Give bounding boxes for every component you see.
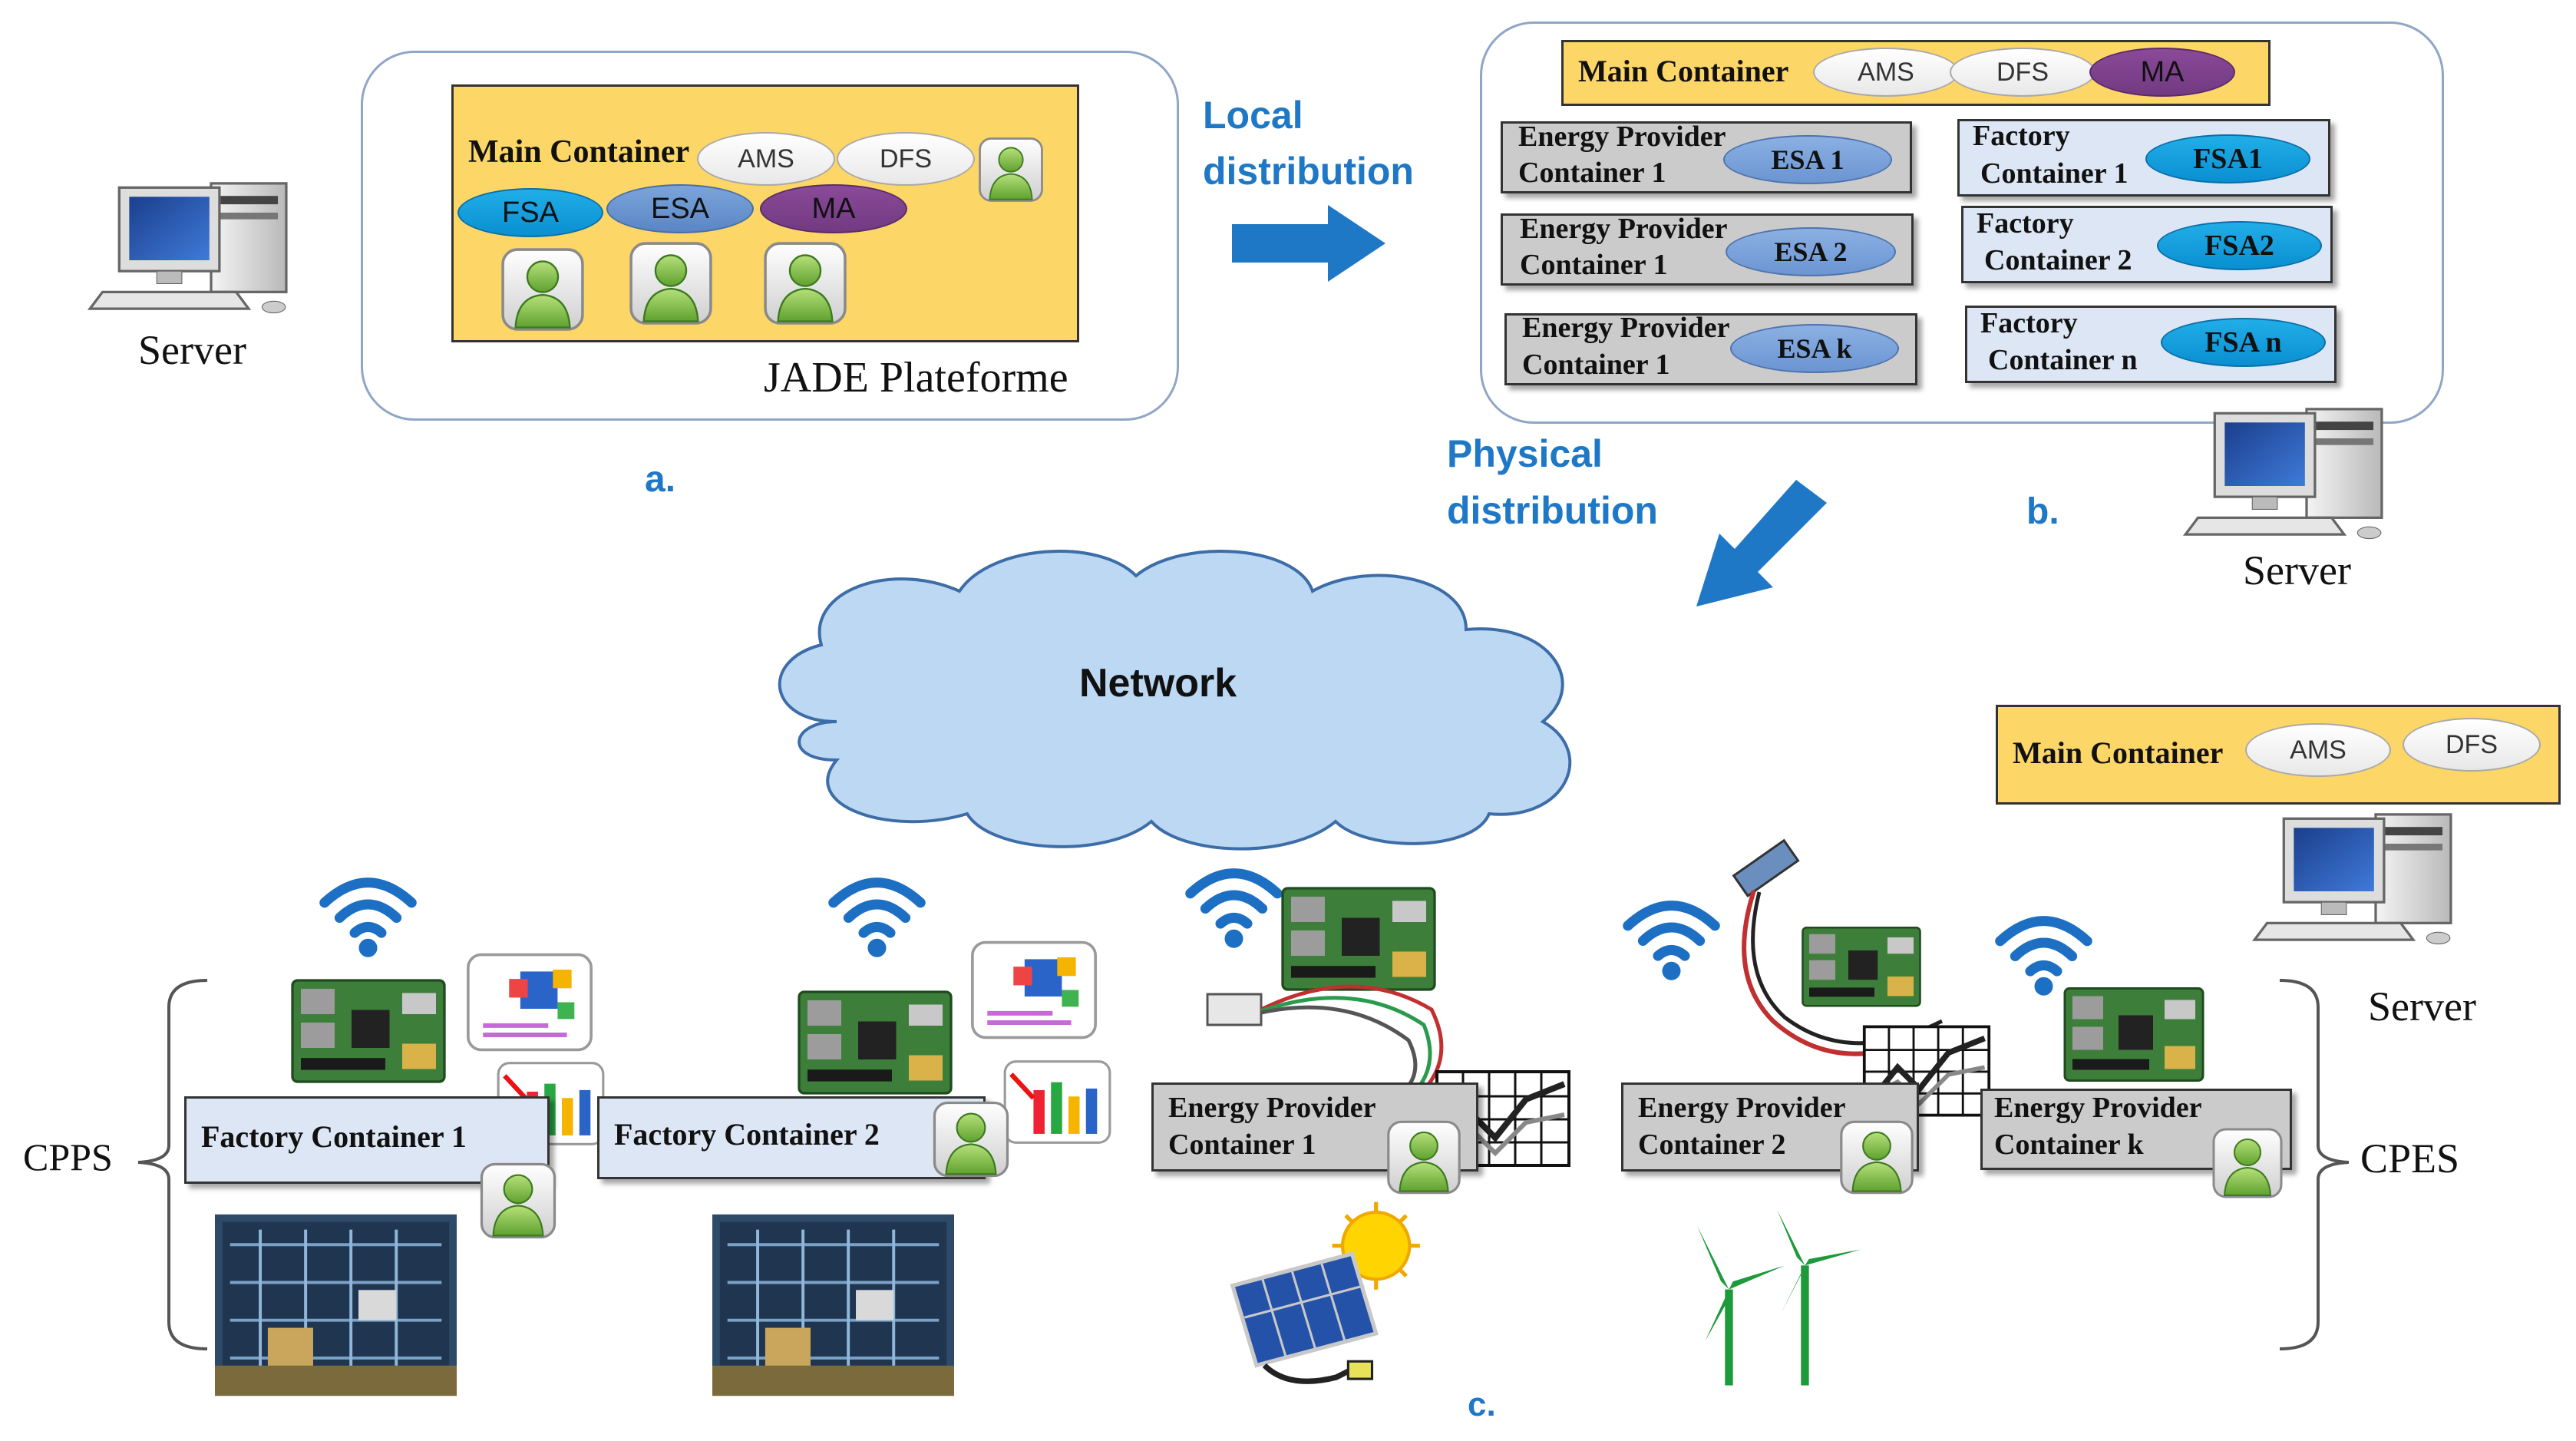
ams-agent-a: AMS bbox=[697, 132, 835, 186]
raspberry-pi-board bbox=[2057, 971, 2211, 1090]
dfs-agent-c: DFS bbox=[2403, 718, 2541, 772]
agent-icon bbox=[2208, 1125, 2287, 1201]
factory-container-b2-line2: Container 2 bbox=[1984, 244, 2132, 276]
main-container-label-b: Main Container bbox=[1578, 54, 1789, 88]
ams-agent-b: AMS bbox=[1813, 48, 1959, 97]
factory-container-bn bbox=[1965, 306, 2337, 383]
energy-container-ck-line1: Energy Provider bbox=[1994, 1092, 2202, 1124]
physical-distribution-line1: Physical bbox=[1447, 432, 1603, 475]
factory-container-c2-label: Factory Container 2 bbox=[614, 1117, 880, 1152]
wind-turbine-icon bbox=[1681, 1201, 1873, 1393]
esa-agent-bk: ESA k bbox=[1730, 324, 1899, 373]
raspberry-pi-board bbox=[284, 963, 453, 1090]
agent-icon bbox=[1835, 1117, 1919, 1198]
factory-container-b1-line2: Container 1 bbox=[1980, 157, 2129, 190]
wifi-icon bbox=[1620, 891, 1723, 983]
factory-floor-photo bbox=[215, 1213, 457, 1397]
network-cloud bbox=[778, 550, 1572, 851]
energy-container-b2-line1: Energy Provider bbox=[1520, 213, 1728, 245]
down-left-arrow-icon bbox=[1696, 480, 1827, 606]
server-icon bbox=[2180, 401, 2433, 543]
server-icon bbox=[84, 175, 338, 317]
server-label-a: Server bbox=[138, 327, 246, 373]
agent-icon bbox=[1382, 1117, 1466, 1198]
energy-container-bk-line2: Container 1 bbox=[1522, 349, 1670, 381]
energy-container-b1-line2: Container 1 bbox=[1518, 157, 1666, 189]
physical-distribution-line2: distribution bbox=[1447, 489, 1658, 532]
section-b-letter: b. bbox=[2026, 491, 2059, 532]
energy-container-c1-line1: Energy Provider bbox=[1168, 1092, 1376, 1124]
section-a-letter: a. bbox=[645, 459, 676, 500]
jade-platform-label: JADE Plateforme bbox=[764, 354, 1068, 402]
energy-container-bk-line1: Energy Provider bbox=[1522, 312, 1730, 344]
agent-icon bbox=[497, 244, 588, 335]
agent-icon bbox=[973, 134, 1049, 205]
cpps-brace bbox=[137, 979, 208, 1350]
network-label: Network bbox=[1079, 661, 1237, 706]
energy-container-b2-line2: Container 1 bbox=[1520, 249, 1668, 281]
cube-app-icon bbox=[464, 950, 595, 1054]
agent-icon bbox=[929, 1098, 1013, 1181]
energy-container-c1-line2: Container 1 bbox=[1168, 1129, 1316, 1161]
cube-app-icon bbox=[969, 938, 1099, 1042]
esa-agent-a: ESA bbox=[606, 184, 754, 233]
agent-icon bbox=[760, 238, 850, 329]
fsa-agent-b2: FSA2 bbox=[2157, 221, 2322, 270]
ma-agent-b: MA bbox=[2089, 48, 2235, 97]
agent-icon bbox=[476, 1159, 560, 1242]
local-distribution-line2: distribution bbox=[1203, 150, 1414, 193]
energy-container-ck-line2: Container k bbox=[1994, 1129, 2144, 1161]
wifi-icon bbox=[316, 868, 420, 960]
wifi-icon bbox=[1182, 858, 1286, 950]
server-icon bbox=[2249, 806, 2502, 948]
factory-container-bn-line1: Factory bbox=[1980, 307, 2078, 339]
factory-container-c2 bbox=[597, 1096, 986, 1179]
factory-container-b2-line1: Factory bbox=[1977, 207, 2074, 240]
fsa-agent-bn: FSA n bbox=[2161, 318, 2326, 367]
energy-container-c2-line1: Energy Provider bbox=[1638, 1092, 1846, 1124]
server-label-c: Server bbox=[2368, 983, 2476, 1030]
fsa-agent-a: FSA bbox=[457, 188, 603, 237]
tools-app-icon bbox=[1002, 1058, 1113, 1146]
raspberry-pi-board bbox=[791, 975, 959, 1102]
main-container-label-c: Main Container bbox=[2013, 735, 2224, 770]
solar-panel-icon bbox=[1217, 1198, 1424, 1390]
sensor-cable bbox=[1206, 984, 1444, 1092]
esa-agent-b1: ESA 1 bbox=[1723, 135, 1892, 184]
section-c-letter: c. bbox=[1468, 1386, 1496, 1423]
esa-agent-b2: ESA 2 bbox=[1726, 227, 1896, 276]
cpes-label: CPES bbox=[2360, 1135, 2460, 1182]
ma-agent-a: MA bbox=[760, 184, 907, 233]
energy-container-c2-line2: Container 2 bbox=[1638, 1129, 1786, 1161]
main-container-label-a: Main Container bbox=[468, 134, 690, 170]
cpps-label: CPPS bbox=[23, 1135, 113, 1178]
factory-container-bn-line2: Container n bbox=[1988, 344, 2138, 376]
dfs-agent-b: DFS bbox=[1950, 48, 2095, 97]
energy-container-b1-line1: Energy Provider bbox=[1518, 121, 1726, 153]
factory-container-b1-line1: Factory bbox=[1973, 120, 2070, 152]
factory-floor-photo bbox=[712, 1213, 954, 1397]
ams-agent-c: AMS bbox=[2245, 723, 2391, 777]
fsa-agent-b1: FSA1 bbox=[2145, 134, 2310, 183]
local-distribution-line1: Local bbox=[1203, 94, 1303, 137]
right-arrow-icon bbox=[1232, 205, 1385, 282]
agent-icon bbox=[626, 238, 716, 329]
dfs-agent-a: DFS bbox=[837, 132, 975, 186]
cpes-brace bbox=[2279, 979, 2350, 1350]
wifi-icon bbox=[825, 868, 929, 960]
factory-container-c1-label: Factory Container 1 bbox=[201, 1119, 467, 1154]
server-label-b: Server bbox=[2243, 547, 2351, 593]
